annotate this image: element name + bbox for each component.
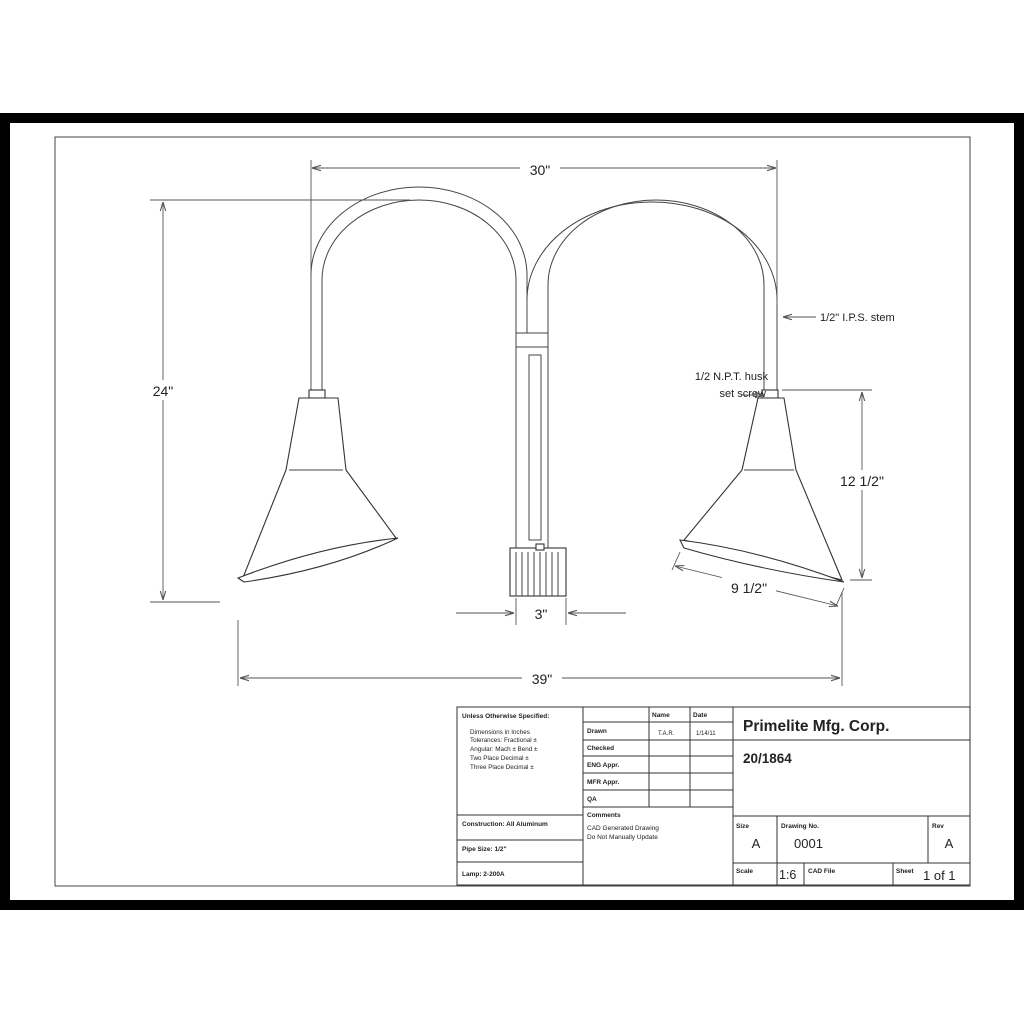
dim-overall-width-label: 39" — [532, 671, 553, 687]
size-label: Size — [736, 823, 749, 830]
col-name-header: Name — [652, 712, 670, 719]
dimension-9-half: 9 1/2" — [671, 551, 845, 606]
drawing-no-value: 0001 — [794, 836, 823, 851]
comments-heading: Comments — [587, 812, 621, 819]
comments-line-2: Do Not Manually Update — [587, 834, 658, 841]
fixture-arms — [310, 186, 778, 390]
dimension-3: 3" — [456, 598, 626, 625]
dim-lamp-width-label: 9 1/2" — [731, 580, 767, 596]
dimension-12-half: 12 1/2" — [782, 389, 892, 581]
drawing-frame — [0, 113, 1024, 910]
rev-label: Rev — [932, 823, 944, 830]
dimension-39: 39" — [237, 592, 843, 688]
construction-label: Construction: All Aluminum — [462, 821, 548, 828]
row-drawn: Drawn — [587, 728, 607, 735]
husk-callout-line1: 1/2 N.P.T. husk — [695, 371, 769, 383]
husk-callout: 1/2 N.P.T. husk set screw — [695, 371, 769, 400]
part-number: 20/1864 — [743, 751, 792, 766]
dimension-30: 30" — [310, 158, 778, 388]
spec-line-3: Angular: Mach ± Bend ± — [470, 746, 538, 753]
comments-line-1: CAD Generated Drawing — [587, 825, 659, 832]
stem-callout-label: 1/2" I.P.S. stem — [820, 312, 895, 324]
dim-top-width-label: 30" — [530, 162, 551, 178]
scale-label: Scale — [736, 868, 753, 875]
stem-callout: 1/2" I.P.S. stem — [783, 312, 895, 324]
title-block — [456, 706, 971, 886]
cad-file-label: CAD File — [808, 868, 835, 875]
drawing-no-label: Drawing No. — [781, 823, 819, 830]
spec-line-2: Tolerances: Fractional ± — [470, 737, 537, 744]
right-lamp-shade — [679, 389, 845, 583]
drawn-name: T.A.R. — [658, 731, 675, 737]
lamp-label: Lamp: 2-200A — [462, 871, 505, 878]
sheet-label: Sheet — [896, 868, 915, 875]
row-eng-appr: ENG Appr. — [587, 762, 619, 769]
sheet-value: 1 of 1 — [923, 868, 956, 883]
dim-pole-width-label: 3" — [535, 606, 548, 622]
spec-line-5: Three Place Decimal ± — [470, 764, 534, 771]
inner-border — [54, 136, 971, 887]
spec-line-4: Two Place Decimal ± — [470, 755, 529, 762]
dimension-24: 24" — [148, 199, 410, 603]
husk-callout-line2: set screw — [720, 388, 767, 400]
drawn-date: 1/14/11 — [696, 731, 716, 737]
size-value: A — [752, 836, 761, 851]
row-checked: Checked — [587, 745, 614, 752]
company-name: Primelite Mfg. Corp. — [743, 718, 889, 735]
dim-height-label: 24" — [153, 383, 174, 399]
dim-lamp-height-label: 12 1/2" — [840, 473, 884, 489]
row-mfr-appr: MFR Appr. — [587, 779, 619, 786]
pipe-size-label: Pipe Size: 1/2" — [462, 846, 507, 853]
left-lamp-shade — [236, 389, 399, 583]
scale-value: 1:6 — [779, 868, 796, 882]
row-qa: QA — [587, 796, 597, 803]
spec-line-1: Dimensions in Inches — [470, 729, 530, 736]
center-pole — [509, 347, 567, 597]
rev-value: A — [945, 836, 954, 851]
col-date-header: Date — [693, 712, 707, 719]
specs-heading: Unless Otherwise Specified: — [462, 713, 549, 720]
